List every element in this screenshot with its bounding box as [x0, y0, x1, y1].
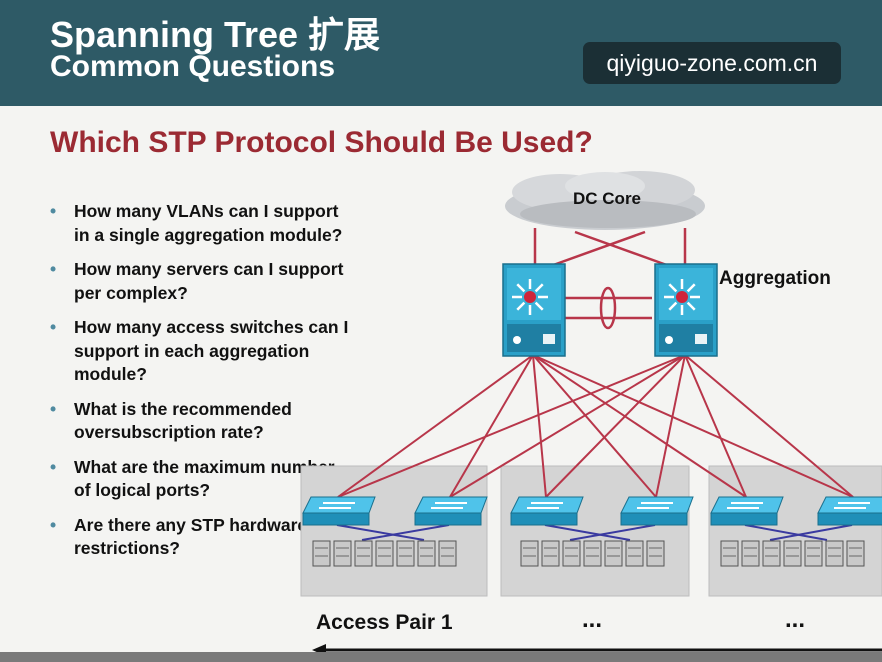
ellipsis-label: ...	[582, 606, 603, 633]
bullet-item: • What are the maximum number of logical …	[50, 456, 350, 503]
multilayer-switch-icon	[654, 263, 718, 357]
server-icon	[846, 540, 865, 567]
aggregation-label: Aggregation	[719, 268, 831, 289]
server-icon	[625, 540, 644, 567]
cloud-icon	[505, 171, 705, 230]
server-icon	[741, 540, 760, 567]
uplink-line	[532, 354, 747, 498]
server-icon	[804, 540, 823, 567]
question-heading: Which STP Protocol Should Be Used?	[50, 126, 593, 159]
layer2-switch-icon	[414, 496, 488, 526]
uplink-line	[449, 354, 686, 498]
bullet-item: • Are there any STP hardware restrictions…	[50, 514, 350, 561]
bullet-text: How many servers can I support per compl…	[74, 259, 344, 303]
uplink-line	[545, 354, 686, 498]
server-icon	[762, 540, 781, 567]
server-icon	[646, 540, 665, 567]
server-icon	[541, 540, 560, 567]
bullet-item: • How many access switches can I support …	[50, 316, 350, 387]
layer2-switch-icon	[620, 496, 694, 526]
bullet-dot-icon: •	[50, 398, 57, 419]
layer2-switch-icon	[510, 496, 584, 526]
server-icon	[825, 540, 844, 567]
access-link	[361, 524, 450, 541]
watermark-badge: qiyiguo-zone.com.cn	[583, 42, 841, 84]
access-group-panel	[300, 465, 488, 597]
server-icon	[562, 540, 581, 567]
ellipsis-label: ...	[785, 606, 806, 633]
uplink-line	[532, 354, 854, 498]
bullet-text: How many access switches can I support i…	[74, 317, 349, 384]
core-link	[574, 230, 676, 270]
bullet-dot-icon: •	[50, 201, 57, 221]
uplink-line	[684, 354, 854, 498]
bullet-dot-icon: •	[50, 317, 57, 337]
bullet-item: • What is the recommended oversubscriptio…	[50, 398, 350, 445]
uplink-line	[449, 354, 534, 498]
bullet-item: • How many VLANs can I support in a singl…	[50, 200, 350, 247]
page-subtitle: Common Questions	[50, 50, 336, 83]
uplink-line	[532, 354, 547, 498]
layer2-switch-icon	[817, 496, 882, 526]
page-title: Spanning Tree 扩展	[50, 14, 381, 55]
server-icon	[520, 540, 539, 567]
bullet-text: How many VLANs can I support in a single…	[74, 201, 343, 245]
bullet-dot-icon: •	[50, 456, 57, 477]
server-icon	[583, 540, 602, 567]
uplink-line	[337, 354, 686, 498]
server-icon	[604, 540, 623, 567]
bullet-text: What is the recommended oversubscription…	[74, 398, 292, 443]
access-group-panel	[500, 465, 690, 597]
access-link	[544, 524, 631, 541]
access-link	[336, 524, 425, 541]
access-group-panel	[708, 465, 882, 597]
server-icon	[783, 540, 802, 567]
bullet-list: • How many VLANs can I support in a singl…	[50, 200, 350, 572]
bottom-strip	[0, 652, 882, 662]
core-label: DC Core	[573, 189, 642, 208]
server-icon	[375, 540, 394, 567]
server-icon	[720, 540, 739, 567]
uplink-line	[655, 354, 686, 498]
server-icon	[354, 540, 373, 567]
bullet-dot-icon: •	[50, 514, 57, 535]
server-icon	[333, 540, 352, 567]
uplink-line	[684, 354, 747, 498]
layer2-switch-icon	[710, 496, 784, 526]
access-link	[744, 524, 828, 541]
access-link	[569, 524, 656, 541]
server-icon	[438, 540, 457, 567]
server-icon	[396, 540, 415, 567]
core-link	[544, 230, 646, 270]
server-icon	[312, 540, 331, 567]
bullet-dot-icon: •	[50, 259, 57, 279]
bullet-item: • How many servers can I support per comp…	[50, 258, 350, 305]
port-channel-ring	[599, 286, 617, 330]
bullet-text: Are there any STP hardware restrictions?	[74, 514, 308, 559]
uplink-line	[532, 354, 657, 498]
uplink-line	[337, 354, 534, 498]
server-icon	[417, 540, 436, 567]
access-link	[769, 524, 853, 541]
bullet-text: What are the maximum number of logical p…	[74, 456, 335, 501]
access-pair-label: Access Pair 1	[316, 611, 453, 634]
layer2-switch-icon	[302, 496, 376, 526]
multilayer-switch-icon	[502, 263, 566, 357]
